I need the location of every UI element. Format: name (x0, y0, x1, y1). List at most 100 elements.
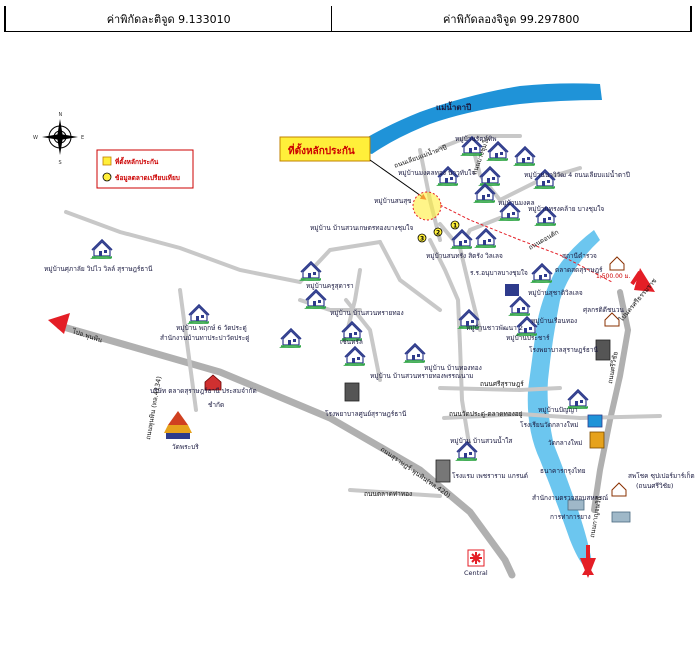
label-v-suankaset: หมู่บ้าน บ้านสวนเกษตรทองบางชุมใจ (310, 224, 413, 232)
label-rd-pho: ถนนพุนพิน (ทล.4134) (144, 376, 163, 441)
label-rd-dontak: ถนนดอนตัก (527, 228, 560, 252)
ktb-icon (587, 414, 603, 428)
label-v-sunee2: โรงเรียนวัดกลางใหม่ (520, 421, 578, 429)
label-v-nawichai: หมู่บ้านนาวิวัฒ 4 ถนนเลียบแม่น้ำตาปี (524, 170, 630, 179)
wat-pho-icon (164, 411, 192, 439)
label-rd-talad: ถนนตลาดท่าทอง (364, 490, 412, 498)
label-rd-phunphin: ไปอ.พุนพิน (70, 327, 103, 345)
label-dist-office: ศุลกรติดีชนวน (583, 306, 624, 314)
house-icon (507, 296, 531, 317)
hotel-icon (435, 459, 451, 483)
school-icon (505, 284, 519, 296)
latitude-cell: ค่าพิกัดละติจูด 9.133010 (4, 6, 333, 32)
label-v-sunee: หมู่บ้านปัญญา (538, 406, 578, 414)
label-v-kanwan: หมู่บ้านครูสุดารา (306, 282, 354, 290)
company-icon (204, 374, 222, 391)
label-gas-market: ตลาดสดสุราษฎร์ (555, 266, 603, 274)
legend-site-swatch (102, 156, 112, 166)
collateral-callout: ที่ตั้งหลักประกัน (279, 136, 427, 200)
label-school-pln: โรงพยาบาลศูนย์สุราษฎร์ธานี (325, 410, 407, 418)
longitude-cell: ค่าพิกัดลองจิจูด 99.297800 (331, 6, 693, 32)
legend-comparable-swatch (102, 172, 112, 182)
house-icon (342, 346, 366, 367)
highway-phunphin (56, 322, 516, 579)
highway-nakhon (591, 289, 632, 513)
marker-2: 2 (436, 230, 440, 237)
house-icon (402, 343, 426, 364)
collateral-site (412, 191, 442, 221)
hospital-icon (344, 382, 360, 402)
label-rd-liap: ถนนเลียบแม่น้ำตาปี (393, 142, 448, 169)
marker-3: 3 (420, 236, 424, 243)
label-company: บริษัท ตลาดสุราษฎร์ธานี ประสมจำกัด (150, 387, 257, 395)
label-v-khlong: หมู่บ้าน บ้านสวนน้ำใส (450, 436, 512, 445)
comparable-markers: 1 2 3 (417, 220, 460, 243)
label-v-khunthong: หมู่บ้าน บ้านทองทอง (424, 364, 482, 372)
label-v-pimpaksa: หมู่บ้าน พฤกษ์ 6 วัดประดู่ (176, 324, 247, 332)
label-lands2: การท่าการยาง (550, 513, 591, 521)
secondary-roads (64, 134, 662, 498)
label-v-khunthong2: หมู่บ้าน บ้านสวนทรายทองพรรณนาม (370, 372, 473, 380)
label-v-suanrung: หมู่บ้านสนทรัง สิตรัง วิลเลจ (426, 252, 503, 260)
house-icon (512, 146, 536, 167)
callout-label: ที่ตั้งหลักประกัน (288, 143, 355, 157)
central-logo-icon (467, 549, 485, 567)
label-central: Central (464, 569, 488, 577)
label-lands: สำนักงานตรวจสอบสหกรณ์ (532, 494, 608, 502)
compass-s: S (59, 160, 62, 166)
label-hosp-surat: โรงพยาบาลสุราษฎร์ธานี (529, 346, 599, 354)
label-company2: ชำกัด (208, 401, 224, 409)
label-rd-wat: ถนนวัดประดู่-ตลาดทองอยู่ (449, 410, 523, 418)
label-v-songkhlao: หมู่บ้านทรงคล้าย บางชุมใจ (528, 205, 604, 213)
label-rd-rat: ถนนศรีสุราษฎร์ (480, 380, 524, 388)
house-icon (473, 228, 497, 249)
label-v-sonsuk: หมู่บ้านสนสุข (374, 197, 412, 205)
house-icon (529, 263, 553, 284)
compass-w: W (33, 135, 38, 141)
label-suan-tak2: (ถนนศรีวิชัย) (636, 482, 673, 490)
house-icon (186, 304, 210, 325)
distance-label: 1,500.00 ม. (596, 273, 631, 280)
legend-site-label: ที่ตั้งหลักประกัน (115, 156, 159, 166)
compass-n: N (59, 112, 63, 118)
label-v-kanwan2: สำนักงานบ้านทาประปาวัดประดู่ (160, 334, 250, 342)
house-small-icon (604, 312, 620, 327)
house-icon (89, 239, 113, 260)
marker-1: 1 (453, 223, 457, 230)
place-labels: หมู่บ้านรัตน์ทิพ หมู่บ้านมงคลทอง นาวุทับ… (44, 135, 695, 577)
label-v-sukdee: หมู่บ้านศุภาลัย วิปไว วิลล์ สุราษฎร์ธานี (44, 265, 153, 273)
house-icon (278, 328, 302, 349)
label-hotel: โรงแรม เพชราราม แกรนด์ (452, 472, 528, 480)
river-label: แม่น้ำตาปี (436, 101, 471, 112)
tapi-river-top (350, 83, 602, 154)
label-suan-tak: สพโชค ซุปเปอร์มาร์เก็ต (628, 471, 695, 480)
distance-line (439, 204, 613, 283)
label-v-mongkhon: หมู่บ้านมงคล (498, 199, 535, 207)
label-temple: วัดกลางใหม่ (548, 439, 582, 447)
label-sch-bang: ร.ร.อนุบาลบางชุมใจ (470, 269, 528, 277)
label-v-banjerk: หมู่บ้าน บ้านสวนทรายทอง (330, 309, 404, 317)
house-icon (303, 289, 327, 310)
compass-rose: N S E W (33, 112, 84, 166)
label-v-promma: หมู่บ้านเรือนทอง (531, 317, 577, 325)
temple-icon (589, 431, 605, 449)
label-v-prapha: หมู่บ้านประชาร์ (506, 334, 550, 342)
label-wat-pho: วัดพระบริ (172, 443, 199, 451)
house-icon (485, 141, 509, 162)
buildings (164, 256, 631, 567)
house-small-icon (611, 482, 627, 497)
house-small-icon (609, 256, 625, 271)
lands-icon (611, 511, 631, 523)
label-v-ratiip: หมู่บ้านรัตน์ทิพ (455, 135, 497, 143)
label-v-suchart: หมู่บ้านสุชาติวิลเลจ (528, 289, 583, 297)
market-icon (595, 339, 611, 361)
bank2-icon (567, 499, 585, 511)
label-v-banjerk2: เซ็นทรัล (340, 337, 363, 346)
label-ktb: ธนาคารกรุงไทย (540, 467, 586, 475)
label-v-mangkhon: หมู่บ้านมงคลทอง นาวุทับใจ (398, 169, 475, 177)
legend: ที่ตั้งหลักประกัน ข้อมูลตลาดเปรียบเทียบ (96, 149, 194, 189)
river-branch (527, 230, 600, 566)
label-v-amonkan: หมู่บ้านชาวพัฒนา 2 (466, 324, 523, 332)
coordinate-header: ค่าพิกัดละติจูด 9.133010 ค่าพิกัดลองจิจู… (4, 6, 693, 32)
